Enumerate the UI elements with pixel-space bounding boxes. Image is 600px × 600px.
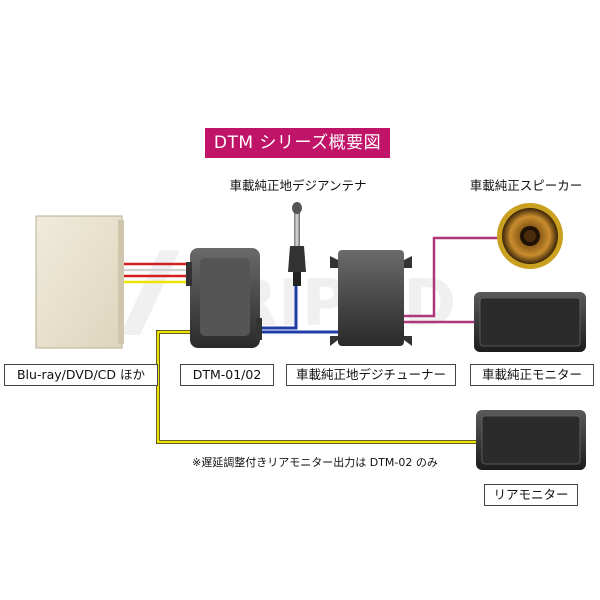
rear-monitor-device: [476, 410, 586, 470]
speaker-label: 車載純正スピーカー: [469, 178, 583, 193]
tuner-output-cables: [404, 236, 500, 324]
dtm-unit: [186, 248, 262, 348]
tuner-label: 車載純正地デジチューナー: [286, 364, 456, 386]
source-to-dtm-cables: [122, 262, 192, 284]
rear-video-cable: [156, 330, 476, 444]
speaker-device: [497, 203, 563, 269]
antenna-cable: [258, 286, 338, 334]
antenna-label: 車載純正地デジアンテナ: [229, 178, 367, 193]
diagram-title: DTM シリーズ概要図: [205, 128, 390, 158]
front-monitor-label: 車載純正モニター: [470, 364, 594, 386]
source-player-device: [35, 215, 124, 349]
footnote: ※遅延調整付きリアモニター出力は DTM-02 のみ: [192, 456, 438, 469]
tv-tuner-unit: [330, 250, 412, 346]
dtm-label: DTM-01/02: [180, 364, 274, 386]
rear-monitor-label: リアモニター: [484, 484, 578, 506]
front-monitor-device: [474, 292, 586, 352]
antenna: [288, 202, 306, 286]
source-label: Blu-ray/DVD/CD ほか: [4, 364, 158, 386]
